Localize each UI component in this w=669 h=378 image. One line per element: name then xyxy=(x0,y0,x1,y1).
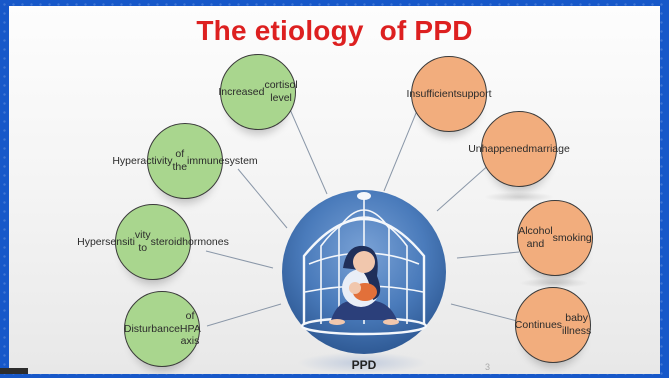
slide-title: The etiology of PPD xyxy=(196,15,473,46)
node-reflection xyxy=(484,192,554,202)
hub-label: PPD xyxy=(351,358,377,372)
hub-reflection xyxy=(297,352,427,374)
node-reflection xyxy=(519,278,589,288)
ppd-hub: PPD xyxy=(269,184,459,372)
connector-lines xyxy=(205,97,530,327)
caged-mother-illustration xyxy=(282,190,446,354)
corner-logo xyxy=(0,368,28,374)
page-number: 3 xyxy=(485,362,491,372)
